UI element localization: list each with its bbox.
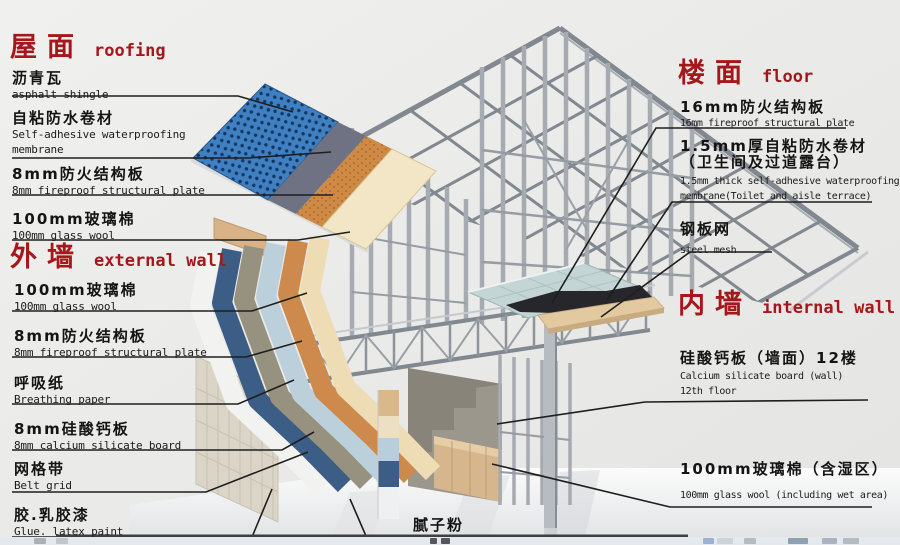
section-roofing-title: 屋面 roofing: [10, 34, 166, 62]
label-glass-wool-wet: 100mm玻璃棉（含湿区） 100mm glass wool (includin…: [680, 461, 889, 502]
section-title-en: external wall: [94, 251, 228, 271]
label-en: Breathing paper: [14, 393, 111, 406]
label-en: 16mm fireproof structural plate: [680, 118, 855, 129]
label-en: 100mm glass wool (including wet area): [680, 490, 888, 501]
label-en: Calcium silicate board (wall): [680, 371, 843, 382]
label-fireproof-plate-16: 16mm防火结构板 16mm fireproof structural plat…: [680, 98, 855, 130]
label-en: membrane(Toilet and aisle terrace): [680, 191, 872, 202]
label-zh: 钢板网: [680, 220, 732, 238]
label-zh: 1.5mm厚自粘防水卷材: [680, 137, 867, 155]
section-title-zh: 楼面: [678, 58, 752, 89]
section-title-en: roofing: [94, 41, 166, 61]
floor-membrane-black: [506, 285, 652, 313]
label-zh: 呼吸纸: [14, 374, 66, 392]
layer-latex-paint: [190, 251, 331, 495]
label-en: Glue. latex paint: [14, 525, 124, 538]
section-title-en: internal wall: [762, 298, 896, 318]
label-fireproof-plate-8-wall: 8mm防火结构板 8mm fireproof structural plate: [14, 328, 207, 359]
label-en: 8mm fireproof structural plate: [14, 346, 207, 359]
glyph-mark: [441, 538, 450, 544]
label-zh: 100mm玻璃棉: [14, 281, 138, 299]
label-zh: 腻子粉: [413, 516, 465, 534]
label-glass-wool-100-wall: 100mm玻璃棉 100mm glass wool: [14, 282, 138, 313]
taskbar-icon[interactable]: [822, 538, 837, 544]
label-zh: 沥青瓦: [12, 69, 64, 87]
label-zh: 100mm玻璃棉（含湿区）: [680, 460, 889, 478]
label-zh: 8mm防火结构板: [12, 165, 145, 183]
label-en: 100mm glass wool: [12, 229, 115, 242]
label-en: 8mm calcium silicate board: [14, 439, 181, 452]
label-asphalt-shingle: 沥青瓦 asphalt shingle: [12, 69, 109, 101]
section-title-zh: 屋面: [10, 32, 84, 63]
layer-glass-wool: [300, 236, 441, 480]
layer-calcium-silicate: [234, 245, 375, 489]
section-floor-title: 楼面 floor: [678, 60, 813, 88]
label-latex-paint: 胶.乳胶漆 Glue. latex paint: [14, 507, 123, 538]
wall-endcap: [377, 390, 399, 519]
label-breathing-paper: 呼吸纸 Breathing paper: [14, 374, 111, 406]
eave-fascia: [789, 250, 869, 312]
label-zh: 8mm防火结构板: [14, 327, 147, 345]
taskbar-icon[interactable]: [717, 538, 733, 544]
label-zh: 网格带: [14, 460, 66, 478]
label-zh: 8mm硅酸钙板: [14, 420, 130, 438]
label-zh: 自粘防水卷材: [12, 109, 115, 127]
layer-breathing-paper: [256, 242, 397, 486]
section-title-zh: 外墙: [10, 242, 84, 273]
roof-layers: [190, 83, 437, 253]
label-zh: 胶.乳胶漆: [14, 506, 90, 524]
section-title-zh: 内墙: [678, 289, 752, 320]
section-internal-wall-title: 内墙 internal wall: [678, 291, 895, 319]
taskbar-icon[interactable]: [56, 538, 68, 544]
label-en: membrane: [12, 143, 64, 156]
roof-glass-wool: [321, 148, 437, 250]
label-en: Self-adhesive waterproofing: [12, 128, 186, 141]
taskbar-icon[interactable]: [34, 538, 46, 544]
label-putty: 腻子粉: [413, 517, 464, 533]
label-belt-grid: 网格带 Belt grid: [14, 461, 72, 492]
label-waterproof-membrane: 自粘防水卷材 Self-adhesive waterproofing membr…: [12, 109, 186, 156]
label-zh: 100mm玻璃棉: [12, 210, 136, 228]
label-zh: 16mm防火结构板: [680, 98, 826, 116]
wall-layers: [190, 236, 441, 495]
label-en: 1.5mm thick self-adhesive waterproofing: [680, 176, 900, 187]
roof-fireproof-plate: [296, 136, 392, 227]
taskbar-icon[interactable]: [788, 538, 808, 544]
label-glass-wool-100-roof: 100mm玻璃棉 100mm glass wool: [12, 211, 136, 242]
label-fireproof-plate-8-roof: 8mm防火结构板 8mm fireproof structural plate: [12, 166, 205, 197]
label-steel-mesh: 钢板网 steel mesh: [680, 220, 737, 257]
label-en: asphalt shingle: [12, 88, 109, 101]
label-calcium-silicate-8: 8mm硅酸钙板 8mm calcium silicate board: [14, 421, 181, 452]
interior-wall-concrete: [408, 368, 502, 502]
label-zh: （卫生间及过道露台）: [680, 153, 851, 171]
taskbar-icon[interactable]: [843, 538, 859, 544]
label-en: 100mm glass wool: [14, 300, 117, 313]
label-en: 12th floor: [680, 386, 737, 397]
label-zh: 硅酸钙板（墙面）12楼: [680, 349, 858, 367]
section-title-en: floor: [762, 67, 814, 87]
label-en: Belt grid: [14, 479, 72, 492]
taskbar: [0, 537, 900, 545]
label-en: 8mm fireproof structural plate: [12, 184, 205, 197]
label-waterproof-15: 1.5mm厚自粘防水卷材 （卫生间及过道露台） 1.5mm thick self…: [680, 137, 900, 203]
label-calcium-board-wall: 硅酸钙板（墙面）12楼 Calcium silicate board (wall…: [680, 350, 858, 398]
label-en: steel mesh: [680, 245, 737, 256]
layer-belt-grid: [212, 248, 353, 492]
glyph-mark: [430, 538, 437, 544]
taskbar-icon[interactable]: [744, 538, 756, 544]
support-column: [544, 320, 557, 536]
taskbar-icon[interactable]: [703, 538, 714, 544]
roof-waterproof-membrane: [268, 122, 366, 214]
section-external-wall-title: 外墙 external wall: [10, 244, 227, 272]
floor-layers: [466, 262, 665, 334]
